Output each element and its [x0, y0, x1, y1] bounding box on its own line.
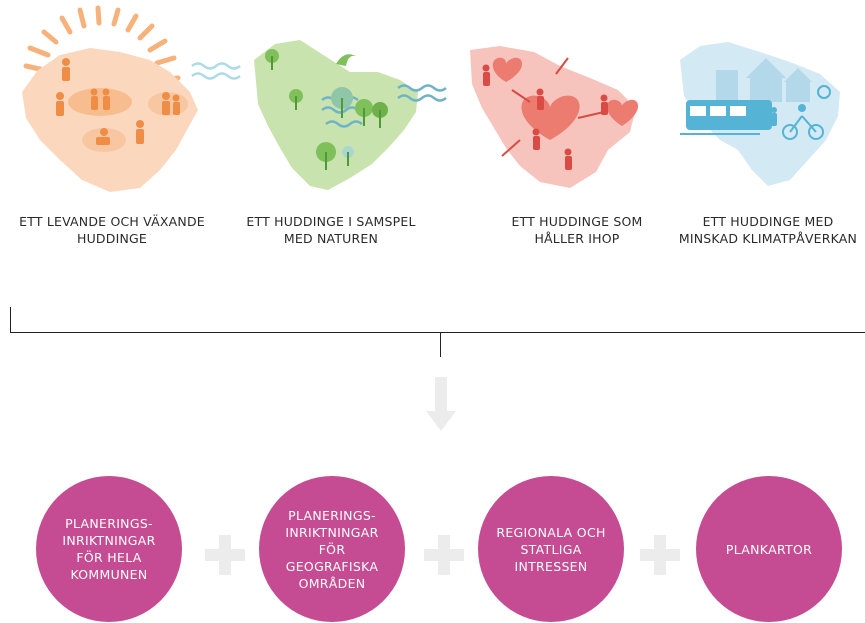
down-arrow-icon: [426, 377, 456, 431]
component-label: PLANKARTOR: [725, 541, 813, 557]
goal-label: ETT LEVANDE OCH VÄXANDE HUDDINGE: [19, 214, 205, 246]
hearts-connections-icon: [470, 46, 639, 188]
component-circle-whole-municipality: PLANERINGS- INRIKTNINGAR FÖR HELA KOMMUN…: [36, 476, 182, 622]
bracket-left-tick: [10, 307, 11, 332]
plus-icon: [640, 535, 680, 575]
goal-label: ETT HUDDINGE I SAMSPEL MED NATUREN: [246, 214, 416, 246]
component-label: PLANERINGS- INRIKTNINGAR FÖR GEOGRAFISKA…: [285, 507, 379, 591]
component-circle-geographic-areas: PLANERINGS- INRIKTNINGAR FÖR GEOGRAFISKA…: [259, 476, 405, 622]
goal-label: ETT HUDDINGE SOM HÅLLER IHOP: [511, 214, 643, 246]
trees-nature-icon: [254, 40, 447, 190]
sun-people-icon: [22, 5, 241, 192]
component-label: REGIONALA OCH STATLIGA INTRESSEN: [496, 524, 606, 574]
goal-label: ETT HUDDINGE MED MINSKAD KLIMATPÅVERKAN: [678, 214, 858, 246]
bracket-horizontal-line: [10, 332, 865, 333]
transport-climate-icon: [680, 42, 840, 186]
component-label: PLANERINGS- INRIKTNINGAR FÖR HELA KOMMUN…: [62, 516, 156, 582]
component-circle-regional-interests: REGIONALA OCH STATLIGA INTRESSEN: [478, 476, 624, 622]
bracket-center-stem: [440, 332, 441, 357]
plus-icon: [424, 535, 464, 575]
component-circle-plan-maps: PLANKARTOR: [696, 476, 842, 622]
plus-icon: [205, 535, 245, 575]
